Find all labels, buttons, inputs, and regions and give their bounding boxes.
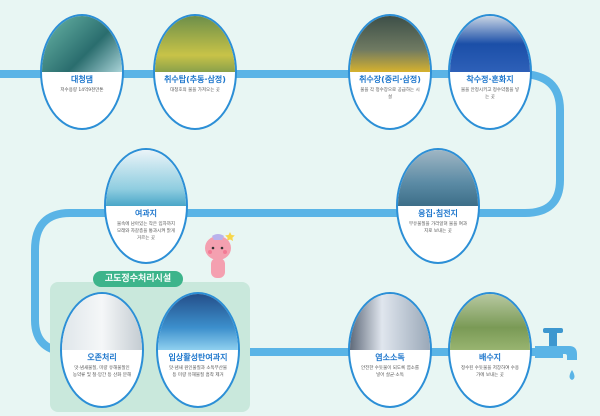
step-desc: 물을 안정시키고 정수약품을 넣는 곳 — [460, 88, 520, 101]
step-intake-tower: 취수탑(추동·삼정) 대청호의 물을 가져오는 곳 — [153, 14, 237, 130]
step-title: 취수장(중리·삼정) — [359, 75, 421, 85]
step-desc: 맛·냄새물질, 미량 유해물질인 농약류 및 철·망간 등 산화 분해 — [72, 366, 132, 379]
step-photo — [450, 16, 530, 72]
step-photo — [106, 150, 186, 206]
step-desc: 물을 각 정수장으로 공급하는 시설 — [360, 88, 420, 101]
step-photo — [158, 294, 238, 350]
faucet-icon — [535, 328, 577, 380]
step-title: 배수지 — [478, 353, 502, 363]
step-title: 대청댐 — [70, 75, 94, 85]
step-desc: 정수된 수돗물을 저장하여 수용가에 보내는 곳 — [460, 366, 520, 379]
step-desc: 맛·냄새 원인물질과 소독부산물등 미량 유해물질 흡착 제거 — [168, 366, 228, 379]
step-desc: 대청호의 물을 가져오는 곳 — [170, 88, 220, 94]
step-desc: 부유물질을 가라앉혀 물을 여과지로 보내는 곳 — [408, 222, 468, 235]
step-photo — [350, 294, 430, 350]
step-desc: 저수용량 14억9천만톤 — [60, 88, 104, 94]
step-photo — [450, 294, 530, 350]
step-photo — [62, 294, 142, 350]
step-title: 응집·침전지 — [418, 209, 458, 219]
step-title: 착수정·혼화지 — [466, 75, 514, 85]
step-photo — [155, 16, 235, 72]
water-drop-mascot-icon — [205, 232, 235, 278]
step-photo — [42, 16, 122, 72]
step-photo — [398, 150, 478, 206]
step-desc: 물속에 남아있는 작은 입자까지 모래와 자갈층을 통과시켜 맑게 거르는 곳 — [116, 222, 176, 242]
step-title: 오존처리 — [87, 353, 117, 363]
step-desc: 안전한 수돗물이 되도록 염소를 넣어 살균·소독 — [360, 366, 420, 379]
step-title: 염소소독 — [375, 353, 405, 363]
step-title: 여과지 — [134, 209, 158, 219]
step-title: 입상활성탄여과지 — [168, 353, 228, 363]
step-photo — [350, 16, 430, 72]
step-intake-station: 취수장(중리·삼정) 물을 각 정수장으로 공급하는 시설 — [348, 14, 432, 130]
advanced-treatment-label: 고도정수처리시설 — [93, 271, 183, 287]
step-title: 취수탑(추동·삼정) — [164, 75, 226, 85]
